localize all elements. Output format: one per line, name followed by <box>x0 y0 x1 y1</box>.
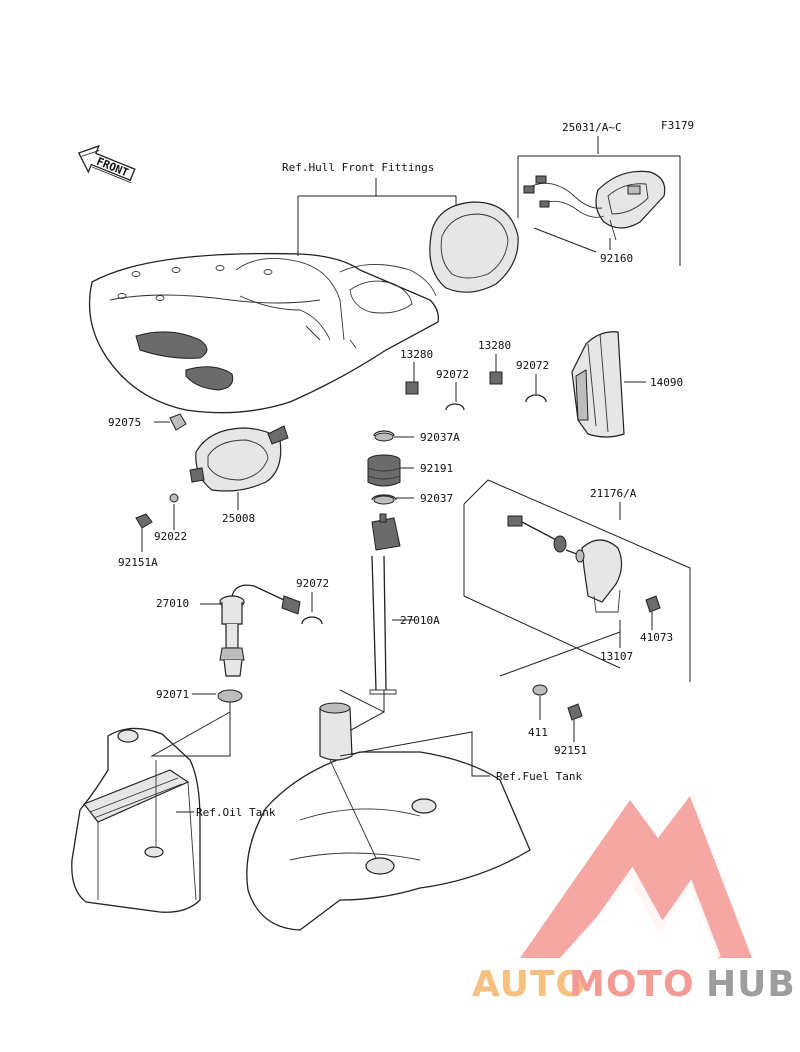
part-92075 <box>169 413 187 431</box>
clamp-92037 <box>371 494 397 501</box>
figure-code: F3179 <box>661 119 694 132</box>
hull-front-deck <box>88 252 439 414</box>
label-14090: 14090 <box>650 376 683 389</box>
label-25031: 25031/A~C <box>562 121 622 134</box>
clip-92072-top-left <box>445 403 465 411</box>
ref-oil-label: Ref.Oil Tank <box>196 806 276 819</box>
front-direction-arrow: FRONT <box>77 144 136 184</box>
cover-14090 <box>571 331 625 438</box>
switch-21176 <box>507 515 623 613</box>
label-92037: 92037 <box>420 492 453 505</box>
gasket-92071 <box>217 689 243 703</box>
leader-21176 <box>463 479 691 682</box>
grommet-92191 <box>367 454 401 487</box>
clip-41073 <box>645 595 661 613</box>
leader-25031 <box>517 136 681 266</box>
label-25008: 25008 <box>222 512 255 525</box>
watermark-hub: HUB <box>706 964 796 1005</box>
label-92151A: 92151A <box>118 556 158 569</box>
label-27010: 27010 <box>156 597 189 610</box>
label-92022: 92022 <box>154 530 187 543</box>
meter-bezel <box>429 201 519 293</box>
fuel-sender-27010A <box>369 513 401 695</box>
decal-13280-right <box>489 371 503 385</box>
label-92151: 92151 <box>554 744 587 757</box>
nut-92022 <box>169 493 179 503</box>
label-92037A: 92037A <box>420 431 460 444</box>
automotohub-watermark: AUTO MOTO HUB <box>472 796 796 1005</box>
label-13280-left: 13280 <box>400 348 433 361</box>
label-92160: 92160 <box>600 252 633 265</box>
washer-411 <box>532 684 548 696</box>
fuel-tank <box>246 702 531 931</box>
label-92075: 92075 <box>108 416 141 429</box>
leader-ref-hull <box>297 178 457 256</box>
label-92191: 92191 <box>420 462 453 475</box>
ref-fuel-label: Ref.Fuel Tank <box>496 770 582 783</box>
watermark-auto: AUTO <box>472 964 587 1005</box>
bolt-92151 <box>567 703 583 721</box>
clip-92072-top-right <box>525 394 547 403</box>
clip-92072-middle <box>301 616 323 625</box>
label-13280-right: 13280 <box>478 339 511 352</box>
ref-hull-label: Ref.Hull Front Fittings <box>282 161 434 174</box>
clamp-92037A <box>373 430 395 437</box>
label-92071: 92071 <box>156 688 189 701</box>
leader-92160 <box>533 227 611 253</box>
bracket-25008 <box>189 425 289 492</box>
bolt-92151A <box>135 513 153 529</box>
oil-tank <box>71 727 201 913</box>
decal-13280-left <box>405 381 419 395</box>
meter-assembly <box>523 170 666 241</box>
label-41073: 41073 <box>640 631 673 644</box>
label-21176: 21176/A <box>590 487 637 500</box>
watermark-moto: MOTO <box>569 964 695 1005</box>
label-13107: 13107 <box>600 650 633 663</box>
label-92072-top-left: 92072 <box>436 368 469 381</box>
sensor-27010 <box>219 584 301 677</box>
label-27010A: 27010A <box>400 614 440 627</box>
label-92072-middle: 92072 <box>296 577 329 590</box>
label-92072-top-right: 92072 <box>516 359 549 372</box>
label-411: 411 <box>528 726 548 739</box>
front-label: FRONT <box>95 155 131 180</box>
